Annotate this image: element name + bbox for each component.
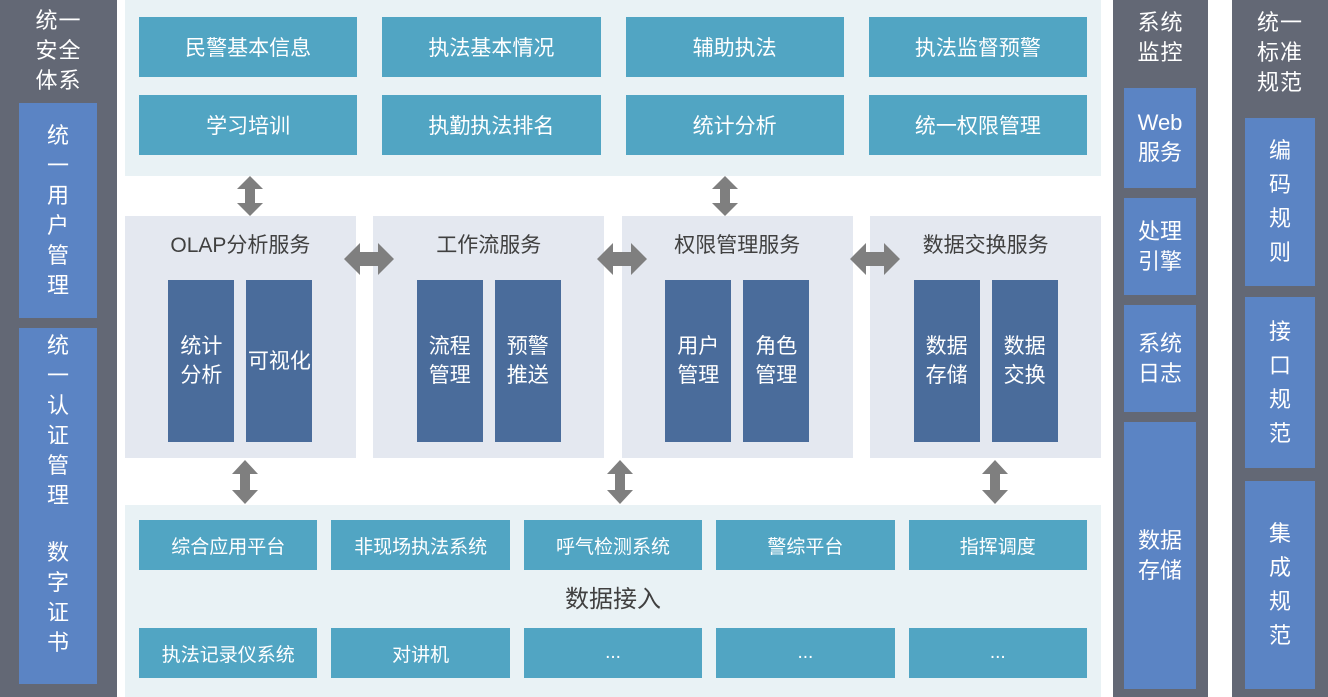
service-panel-olap-modules: 统计 分析 可视化 [125,280,356,442]
service-panel-workflow-modules: 流程 管理 预警 推送 [373,280,604,442]
updown-arrow-icon-data-2 [603,460,637,504]
monitor-item-web-service[interactable]: Web 服务 [1124,88,1196,188]
standards-item-integration-spec[interactable]: 集 成 规 范 [1245,481,1315,689]
data-source-row-bottom: 执法记录仪系统 对讲机 ... ... ... [139,628,1087,678]
data-source-offsite-enforcement[interactable]: 非现场执法系统 [331,520,510,570]
monitor-item-data-storage[interactable]: 数据 存储 [1124,422,1196,689]
service-panel-data-exchange-title: 数据交换服务 [922,234,1049,257]
app-item-training[interactable]: 学习培训 [139,95,358,155]
service-panel-workflow-title: 工作流服务 [436,234,542,257]
service-panel-olap: OLAP分析服务 统计 分析 可视化 [125,216,356,458]
security-item-digital-certificate[interactable]: 数 字 证 书 [19,512,97,684]
main-content: 民警基本信息 执法基本情况 辅助执法 执法监督预警 学习培训 执勤执法排名 统计… [125,0,1102,697]
data-source-law-recorder[interactable]: 执法记录仪系统 [139,628,318,678]
data-source-integrated-platform[interactable]: 综合应用平台 [139,520,318,570]
service-panel-permission: 权限管理服务 用户 管理 角色 管理 [621,216,853,458]
data-source-police-platform[interactable]: 警综平台 [716,520,895,570]
standards-column-title: 统一 标准 规范 [1256,10,1303,95]
updown-arrow-icon-left [233,176,267,216]
leftright-arrow-icon-1 [344,239,394,279]
app-item-unified-permission-management[interactable]: 统一权限管理 [868,95,1087,155]
service-panel-olap-title: OLAP分析服务 [170,234,311,257]
updown-arrow-icon-data-3 [978,460,1012,504]
data-source-breath-test[interactable]: 呼气检测系统 [523,520,703,570]
security-item-user-management[interactable]: 统 一 用 户 管 理 [19,103,97,318]
standards-item-coding-rules[interactable]: 编 码 规 则 [1245,118,1315,286]
app-item-assisted-enforcement[interactable]: 辅助执法 [625,17,844,77]
service-gap-1 [355,216,374,458]
module-user-management[interactable]: 用户 管理 [665,280,732,442]
app-item-duty-ranking[interactable]: 执勤执法排名 [382,95,601,155]
data-source-more-2[interactable]: ... [716,628,895,678]
data-source-command-dispatch[interactable]: 指挥调度 [908,520,1087,570]
service-panel-permission-title: 权限管理服务 [674,234,801,257]
service-panel-workflow: 工作流服务 流程 管理 预警 推送 [373,216,605,458]
data-source-row-top: 综合应用平台 非现场执法系统 呼气检测系统 警综平台 指挥调度 [139,520,1087,570]
data-source-walkie-talkie[interactable]: 对讲机 [331,628,510,678]
security-column-title: 统一 安全 体系 [35,8,82,93]
system-monitor-column-title: 系统 监控 [1137,10,1184,65]
module-data-exchange[interactable]: 数据 交换 [991,280,1058,442]
updown-arrow-icon-data-1 [228,460,262,504]
system-monitor-column: 系统 监控 Web 服务 处理 引擎 系统 日志 数据 存储 [1113,0,1208,697]
module-alert-push[interactable]: 预警 推送 [494,280,561,442]
application-layer-panel: 民警基本信息 执法基本情况 辅助执法 执法监督预警 学习培训 执勤执法排名 统计… [125,0,1101,176]
data-source-more-1[interactable]: ... [523,628,703,678]
application-layer-grid: 民警基本信息 执法基本情况 辅助执法 执法监督预警 学习培训 执勤执法排名 统计… [139,17,1087,155]
service-layer: OLAP分析服务 统计 分析 可视化 工作流服务 流程 管理 预警 推送 权限管… [125,216,1102,458]
service-panel-data-exchange-modules: 数据 存储 数据 交换 [870,280,1101,442]
updown-arrow-icon-right [708,176,742,216]
module-visualization[interactable]: 可视化 [246,280,313,442]
module-role-management[interactable]: 角色 管理 [743,280,810,442]
module-statistics-analysis[interactable]: 统计 分析 [168,280,235,442]
app-item-statistics-analysis[interactable]: 统计分析 [625,95,844,155]
module-data-storage[interactable]: 数据 存储 [913,280,980,442]
app-item-enforcement-supervision-alert[interactable]: 执法监督预警 [868,17,1087,77]
leftright-arrow-icon-3 [850,239,900,279]
security-column: 统一 安全 体系 统 一 用 户 管 理 统 一 认 证 管 理 数 字 证 书 [0,0,117,697]
service-panel-permission-modules: 用户 管理 角色 管理 [622,280,853,442]
service-gap-2 [604,216,622,458]
security-item-auth-management[interactable]: 统 一 认 证 管 理 [19,328,97,513]
monitor-item-system-log[interactable]: 系统 日志 [1124,305,1196,412]
app-item-enforcement-basics[interactable]: 执法基本情况 [382,17,601,77]
standards-item-interface-spec[interactable]: 接 口 规 范 [1245,297,1315,468]
module-process-management[interactable]: 流程 管理 [416,280,483,442]
data-access-panel: 综合应用平台 非现场执法系统 呼气检测系统 警综平台 指挥调度 数据接入 执法记… [125,505,1101,697]
app-item-officer-basic-info[interactable]: 民警基本信息 [139,17,358,77]
leftright-arrow-icon-2 [597,239,647,279]
monitor-item-processing-engine[interactable]: 处理 引擎 [1124,198,1196,295]
service-gap-3 [852,216,871,458]
standards-column: 统一 标准 规范 编 码 规 则 接 口 规 范 集 成 规 范 [1232,0,1328,697]
data-access-caption: 数据接入 [565,586,661,613]
service-panel-data-exchange: 数据交换服务 数据 存储 数据 交换 [870,216,1102,458]
data-source-more-3[interactable]: ... [908,628,1087,678]
